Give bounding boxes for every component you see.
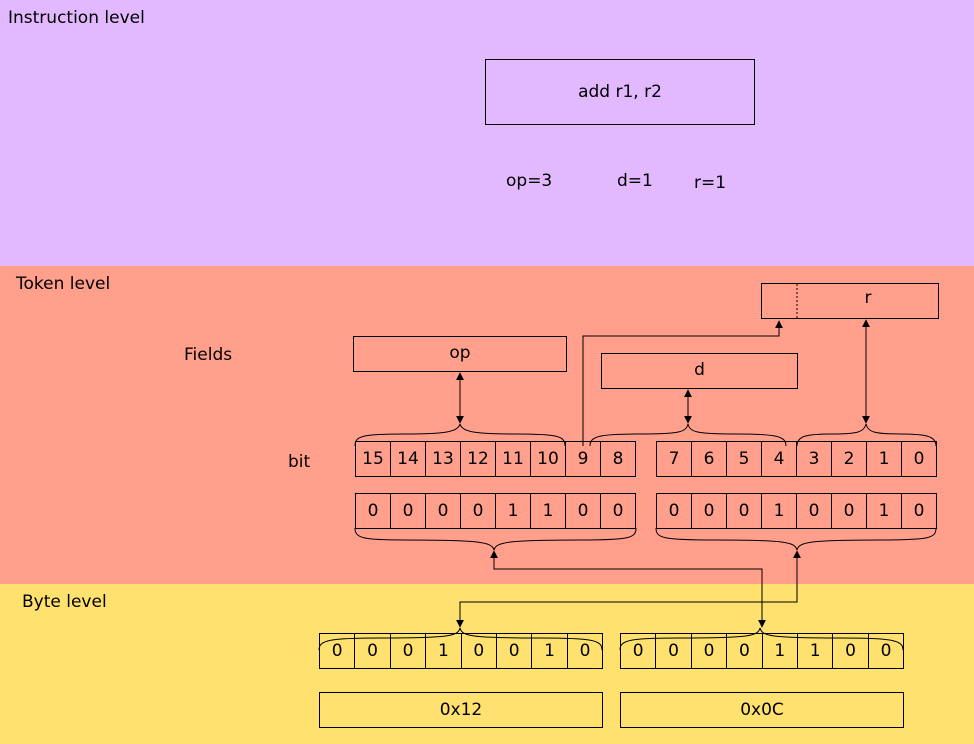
- field-d-box: d: [601, 353, 798, 389]
- instruction-box: add r1, r2: [485, 59, 755, 125]
- field-r-box: r: [761, 283, 939, 319]
- bit-value-cell-7: 0: [600, 493, 636, 529]
- byte-bit-cell-7: 0: [566, 633, 604, 669]
- token-level-band: [0, 266, 974, 584]
- r-value: r=1: [694, 173, 727, 193]
- bit-number-cell-15: 0: [901, 441, 937, 477]
- hex-byte-0: 0x12: [319, 692, 603, 728]
- bit-number-cell-7: 8: [600, 441, 636, 477]
- op-value: op=3: [506, 171, 553, 191]
- byte-level-title: Byte level: [22, 592, 107, 612]
- byte-bit-cell-15: 0: [867, 633, 905, 669]
- bit-value-cell-15: 0: [901, 493, 937, 529]
- fields-label: Fields: [184, 345, 233, 365]
- instruction-level-title: Instruction level: [8, 8, 145, 28]
- field-op-box: op: [353, 336, 567, 372]
- instruction-level-band: [0, 0, 974, 266]
- hex-byte-1: 0x0C: [620, 692, 904, 728]
- bit-label: bit: [288, 452, 311, 472]
- d-value: d=1: [617, 171, 653, 191]
- token-level-title: Token level: [16, 274, 111, 294]
